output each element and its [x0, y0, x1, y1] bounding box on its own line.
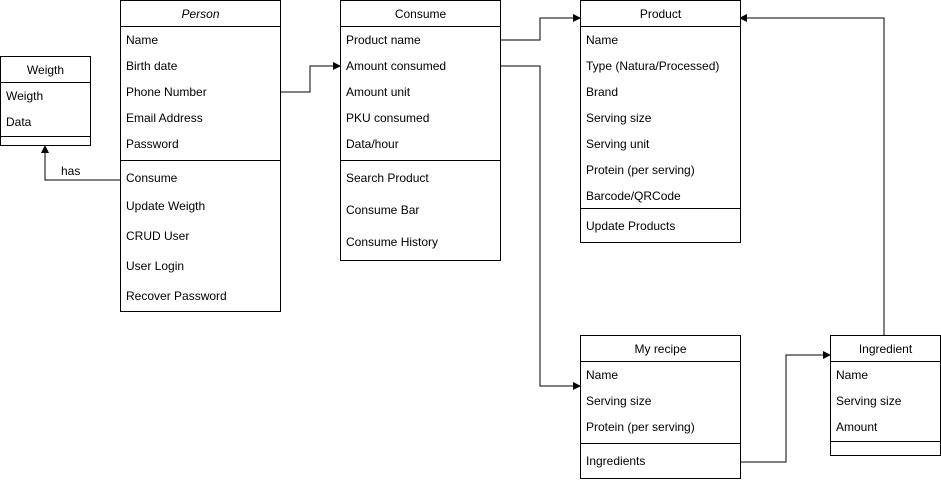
method-item: Search Product — [346, 171, 429, 185]
class-title: Person — [121, 1, 280, 27]
attribute-item: Password — [126, 137, 179, 151]
divider — [1, 136, 90, 137]
method-item: Ingredients — [586, 454, 646, 468]
class-title: My recipe — [581, 336, 740, 362]
recipe-ingredient-link — [740, 351, 831, 463]
method-item: CRUD User — [126, 229, 190, 243]
person-weigth-link — [41, 145, 120, 181]
method-item: Update Products — [586, 219, 676, 233]
method-item: User Login — [126, 259, 185, 273]
attribute-item: Type (Natura/Processed) — [586, 59, 720, 73]
attribute-item: Name — [126, 33, 159, 47]
class-product[interactable]: Product Name Type (Natura/Processed) Bra… — [580, 0, 741, 243]
attribute-item: Protein (per serving) — [586, 420, 695, 434]
divider — [831, 441, 940, 442]
attribute-item: Weigth — [6, 89, 44, 103]
divider — [581, 208, 740, 209]
class-consume[interactable]: Consume Product name Amount consumed Amo… — [340, 0, 501, 261]
divider — [121, 160, 280, 161]
attribute-item: Data/hour — [346, 137, 399, 151]
consume-product-link — [500, 14, 581, 41]
class-title: Weigth — [1, 57, 90, 83]
method-item: Consume History — [346, 235, 439, 249]
divider — [581, 443, 740, 444]
attribute-item: Phone Number — [126, 85, 207, 99]
method-item: Consume — [126, 171, 178, 185]
attribute-item: Data — [6, 115, 32, 129]
attribute-item: Amount — [836, 420, 878, 434]
attribute-item: Protein (per serving) — [586, 163, 695, 177]
class-weigth[interactable]: Weigth Weigth Data — [0, 56, 91, 146]
method-item: Consume Bar — [346, 203, 420, 217]
attribute-item: Serving size — [586, 394, 652, 408]
attribute-item: Barcode/QRCode — [586, 189, 681, 203]
attribute-item: Amount consumed — [346, 59, 447, 73]
class-title: Ingredient — [831, 336, 940, 362]
method-item: Recover Password — [126, 289, 227, 303]
class-person[interactable]: Person Name Birth date Phone Number Emai… — [120, 0, 281, 312]
person-consume-link — [281, 62, 341, 93]
attribute-item: Serving size — [836, 394, 902, 408]
relation-label-has: has — [61, 164, 81, 178]
attribute-item: Amount unit — [346, 85, 411, 99]
divider — [341, 160, 500, 161]
class-my-recipe[interactable]: My recipe Name Serving size Protein (per… — [580, 335, 741, 479]
attribute-item: PKU consumed — [346, 111, 430, 125]
attribute-item: Name — [586, 33, 619, 47]
class-ingredient[interactable]: Ingredient Name Serving size Amount — [830, 335, 941, 456]
method-item: Update Weigth — [126, 199, 206, 213]
attribute-item: Brand — [586, 85, 619, 99]
consume-recipe-link — [500, 65, 581, 390]
class-title: Consume — [341, 1, 500, 27]
attribute-item: Name — [836, 368, 869, 382]
attribute-item: Email Address — [126, 111, 203, 125]
ingredient-product-link — [739, 14, 885, 335]
attribute-item: Birth date — [126, 59, 178, 73]
attribute-item: Serving unit — [586, 137, 650, 151]
attribute-item: Product name — [346, 33, 421, 47]
attribute-item: Serving size — [586, 111, 652, 125]
attribute-item: Name — [586, 368, 619, 382]
class-title: Product — [581, 1, 740, 27]
